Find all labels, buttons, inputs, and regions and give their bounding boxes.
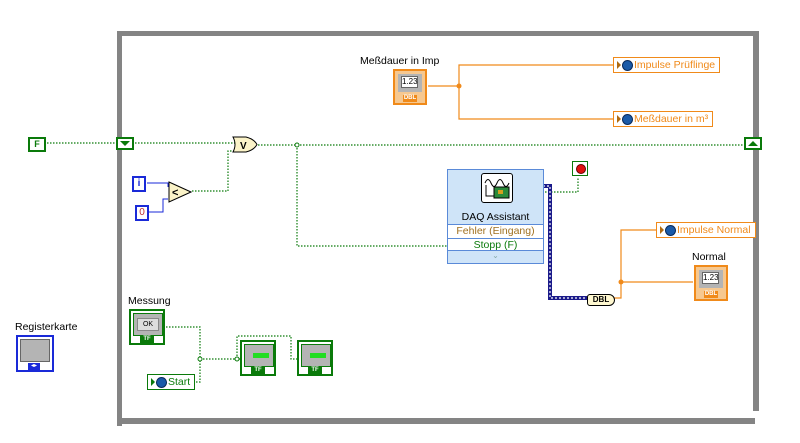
normal-terminal[interactable]: 1.23 DBL bbox=[694, 265, 728, 301]
daq-input-fehler[interactable]: Fehler (Eingang) bbox=[448, 224, 543, 238]
dbl-tag: DBL bbox=[403, 95, 417, 102]
wire-dbl-out bbox=[613, 229, 657, 299]
daq-assistant[interactable]: DAQ Assistant Fehler (Eingang) Stopp (F)… bbox=[447, 169, 544, 264]
wire-zero bbox=[147, 198, 168, 213]
zero-constant[interactable]: 0 bbox=[135, 205, 149, 221]
led-indicator-1[interactable]: TF bbox=[240, 340, 276, 376]
messung-label: Messung bbox=[128, 295, 171, 307]
ok-button-glyph: OK bbox=[137, 318, 159, 331]
less-than-label: < bbox=[172, 187, 178, 199]
messdauer-imp-terminal[interactable]: 1.23 DBL bbox=[393, 69, 427, 105]
led-indicator-2[interactable]: TF bbox=[297, 340, 333, 376]
write-arrow-icon bbox=[617, 115, 621, 124]
globe-icon bbox=[156, 376, 167, 388]
iteration-terminal[interactable]: i bbox=[132, 176, 146, 192]
wire-start bbox=[196, 359, 201, 383]
registerkarte-terminal[interactable]: ◂▸ bbox=[16, 335, 54, 372]
var-label: Impulse Prüflinge bbox=[634, 59, 716, 71]
registerkarte-label: Registerkarte bbox=[15, 321, 78, 333]
write-arrow-icon bbox=[617, 61, 621, 70]
wire-i bbox=[147, 182, 169, 187]
tf-tag: TF bbox=[251, 367, 265, 374]
globe-icon bbox=[622, 59, 633, 71]
daq-title: DAQ Assistant bbox=[461, 211, 530, 223]
globe-icon bbox=[665, 224, 676, 236]
or-label: V bbox=[240, 141, 247, 152]
false-constant[interactable]: F bbox=[28, 137, 46, 152]
wire-daq-to-stop bbox=[542, 177, 579, 193]
wire-messung bbox=[166, 326, 201, 359]
shift-up-icon bbox=[748, 141, 758, 146]
normal-label: Normal bbox=[692, 251, 726, 263]
shift-register-left[interactable] bbox=[116, 137, 134, 150]
messdauer-imp-value: 1.23 bbox=[401, 76, 418, 88]
var-label: Start bbox=[168, 376, 191, 388]
global-impulse-pruflinge[interactable]: Impulse Prüflinge bbox=[613, 57, 721, 73]
to-double-function[interactable]: DBL bbox=[587, 294, 615, 306]
var-label: Meßdauer in m³ bbox=[634, 113, 709, 125]
shift-register-right[interactable] bbox=[744, 137, 762, 150]
or-gate[interactable]: V bbox=[232, 136, 258, 153]
global-impulse-normal[interactable]: Impulse Normal bbox=[656, 222, 756, 238]
shift-down-icon bbox=[120, 141, 130, 146]
wire-to-led2 bbox=[236, 335, 298, 360]
normal-value: 1.23 bbox=[702, 272, 719, 284]
daq-input-stopp[interactable]: Stopp (F) bbox=[448, 238, 543, 252]
read-arrow-icon bbox=[151, 378, 155, 387]
wire-to-pruflinge bbox=[458, 64, 614, 86]
messung-terminal[interactable]: OK TF bbox=[129, 309, 165, 345]
loop-stop-terminal[interactable] bbox=[572, 161, 588, 176]
messdauer-imp-label: Meßdauer in Imp bbox=[360, 55, 440, 67]
global-start[interactable]: Start bbox=[147, 374, 196, 390]
led-icon bbox=[310, 353, 326, 358]
wire-to-messdauer-m3 bbox=[458, 86, 614, 120]
while-loop-frame[interactable] bbox=[117, 31, 758, 426]
tab-arrows-icon: ◂▸ bbox=[28, 363, 40, 370]
while-loop-right-edge[interactable] bbox=[753, 31, 759, 411]
stop-icon bbox=[576, 164, 586, 174]
var-label: Impulse Normal bbox=[677, 224, 751, 236]
less-than-function[interactable]: < bbox=[168, 181, 192, 203]
write-arrow-icon bbox=[660, 226, 664, 235]
expand-chevron-icon[interactable]: ⌄ bbox=[448, 250, 543, 263]
tf-tag: TF bbox=[140, 336, 154, 343]
wire-or-to-stopp bbox=[296, 145, 449, 247]
tf-tag: TF bbox=[308, 367, 322, 374]
daq-card-icon bbox=[481, 173, 513, 203]
globe-icon bbox=[622, 113, 633, 125]
tab-control-icon bbox=[20, 339, 50, 362]
while-loop-bottom-edge[interactable] bbox=[117, 418, 755, 424]
led-icon bbox=[253, 353, 269, 358]
dbl-tag: DBL bbox=[704, 291, 718, 298]
wire-lt-to-or bbox=[192, 150, 235, 192]
global-messdauer-m3[interactable]: Meßdauer in m³ bbox=[613, 111, 714, 127]
